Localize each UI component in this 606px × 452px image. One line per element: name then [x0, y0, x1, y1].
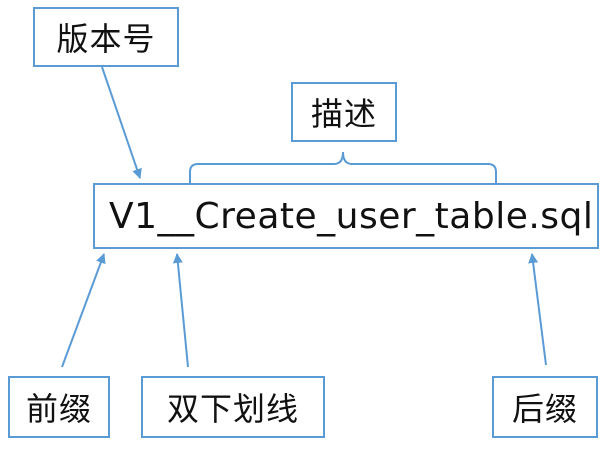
separator-arrow	[172, 253, 189, 368]
prefix-label: 前缀	[25, 390, 92, 428]
version-label: 版本号	[56, 20, 156, 58]
version-label-box: 版本号	[33, 7, 179, 67]
version-arrow	[101, 66, 142, 179]
prefix-arrow	[61, 253, 106, 368]
suffix-label-box: 后缀	[492, 376, 598, 438]
separator-label: 双下划线	[166, 390, 299, 428]
filename-box: V1__Create_user_table.sql	[93, 183, 599, 249]
suffix-label: 后缀	[511, 390, 578, 428]
suffix-arrow	[528, 253, 547, 366]
separator-label-box: 双下划线	[141, 376, 325, 438]
description-label: 描述	[310, 95, 377, 133]
filename-text: V1__Create_user_table.sql	[109, 195, 594, 237]
description-label-box: 描述	[291, 82, 397, 142]
prefix-label-box: 前缀	[8, 376, 110, 438]
description-brace	[189, 151, 497, 183]
